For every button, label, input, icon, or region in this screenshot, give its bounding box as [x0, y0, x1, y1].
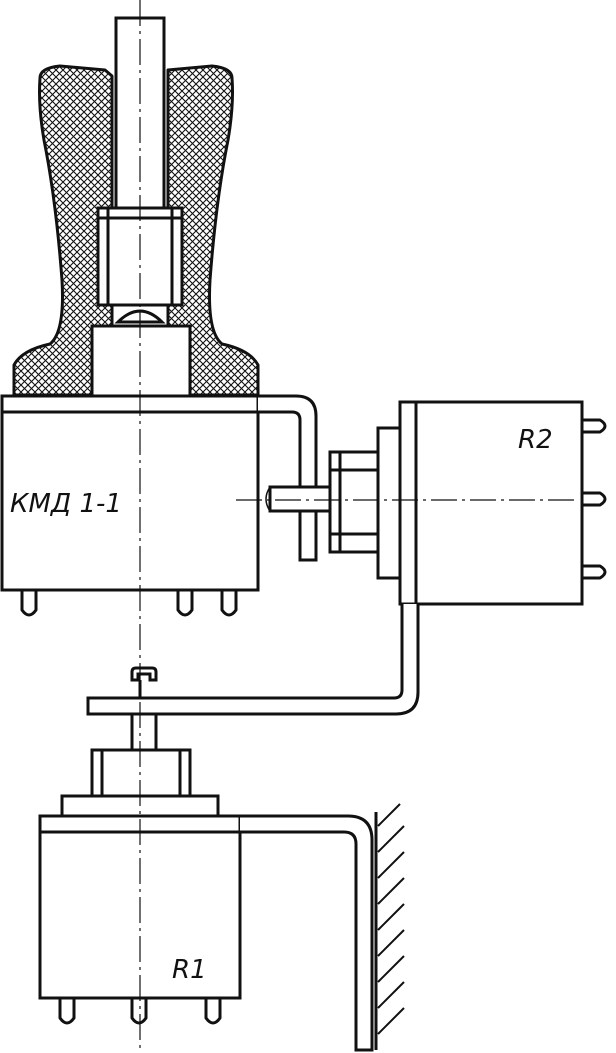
r1-bushing [90, 748, 192, 798]
r1-pins [58, 998, 222, 1025]
r1-shaft [130, 666, 158, 682]
r1-label: R1 [172, 955, 207, 985]
potentiometer-r2 [86, 400, 607, 716]
r1-bracket [240, 814, 374, 1052]
r2-body [398, 400, 584, 606]
toggle-switch [0, 16, 318, 617]
r2-nut [376, 426, 402, 580]
switch-bracket [258, 394, 318, 562]
r2-bushing [328, 450, 382, 554]
switch-body [0, 394, 260, 592]
potentiometer-r1 [38, 666, 374, 1052]
center-lines [139, 0, 574, 1050]
coupling-shaft [265, 485, 332, 513]
switch-pins [20, 590, 238, 617]
r2-bracket [86, 604, 420, 716]
r2-label: R2 [518, 425, 553, 455]
switch-label: КМД 1-1 [10, 489, 122, 519]
r2-pins [582, 418, 607, 580]
chassis-wall [374, 803, 405, 1050]
switch-bushing-base [90, 324, 192, 398]
switch-lever-cap [12, 64, 260, 397]
